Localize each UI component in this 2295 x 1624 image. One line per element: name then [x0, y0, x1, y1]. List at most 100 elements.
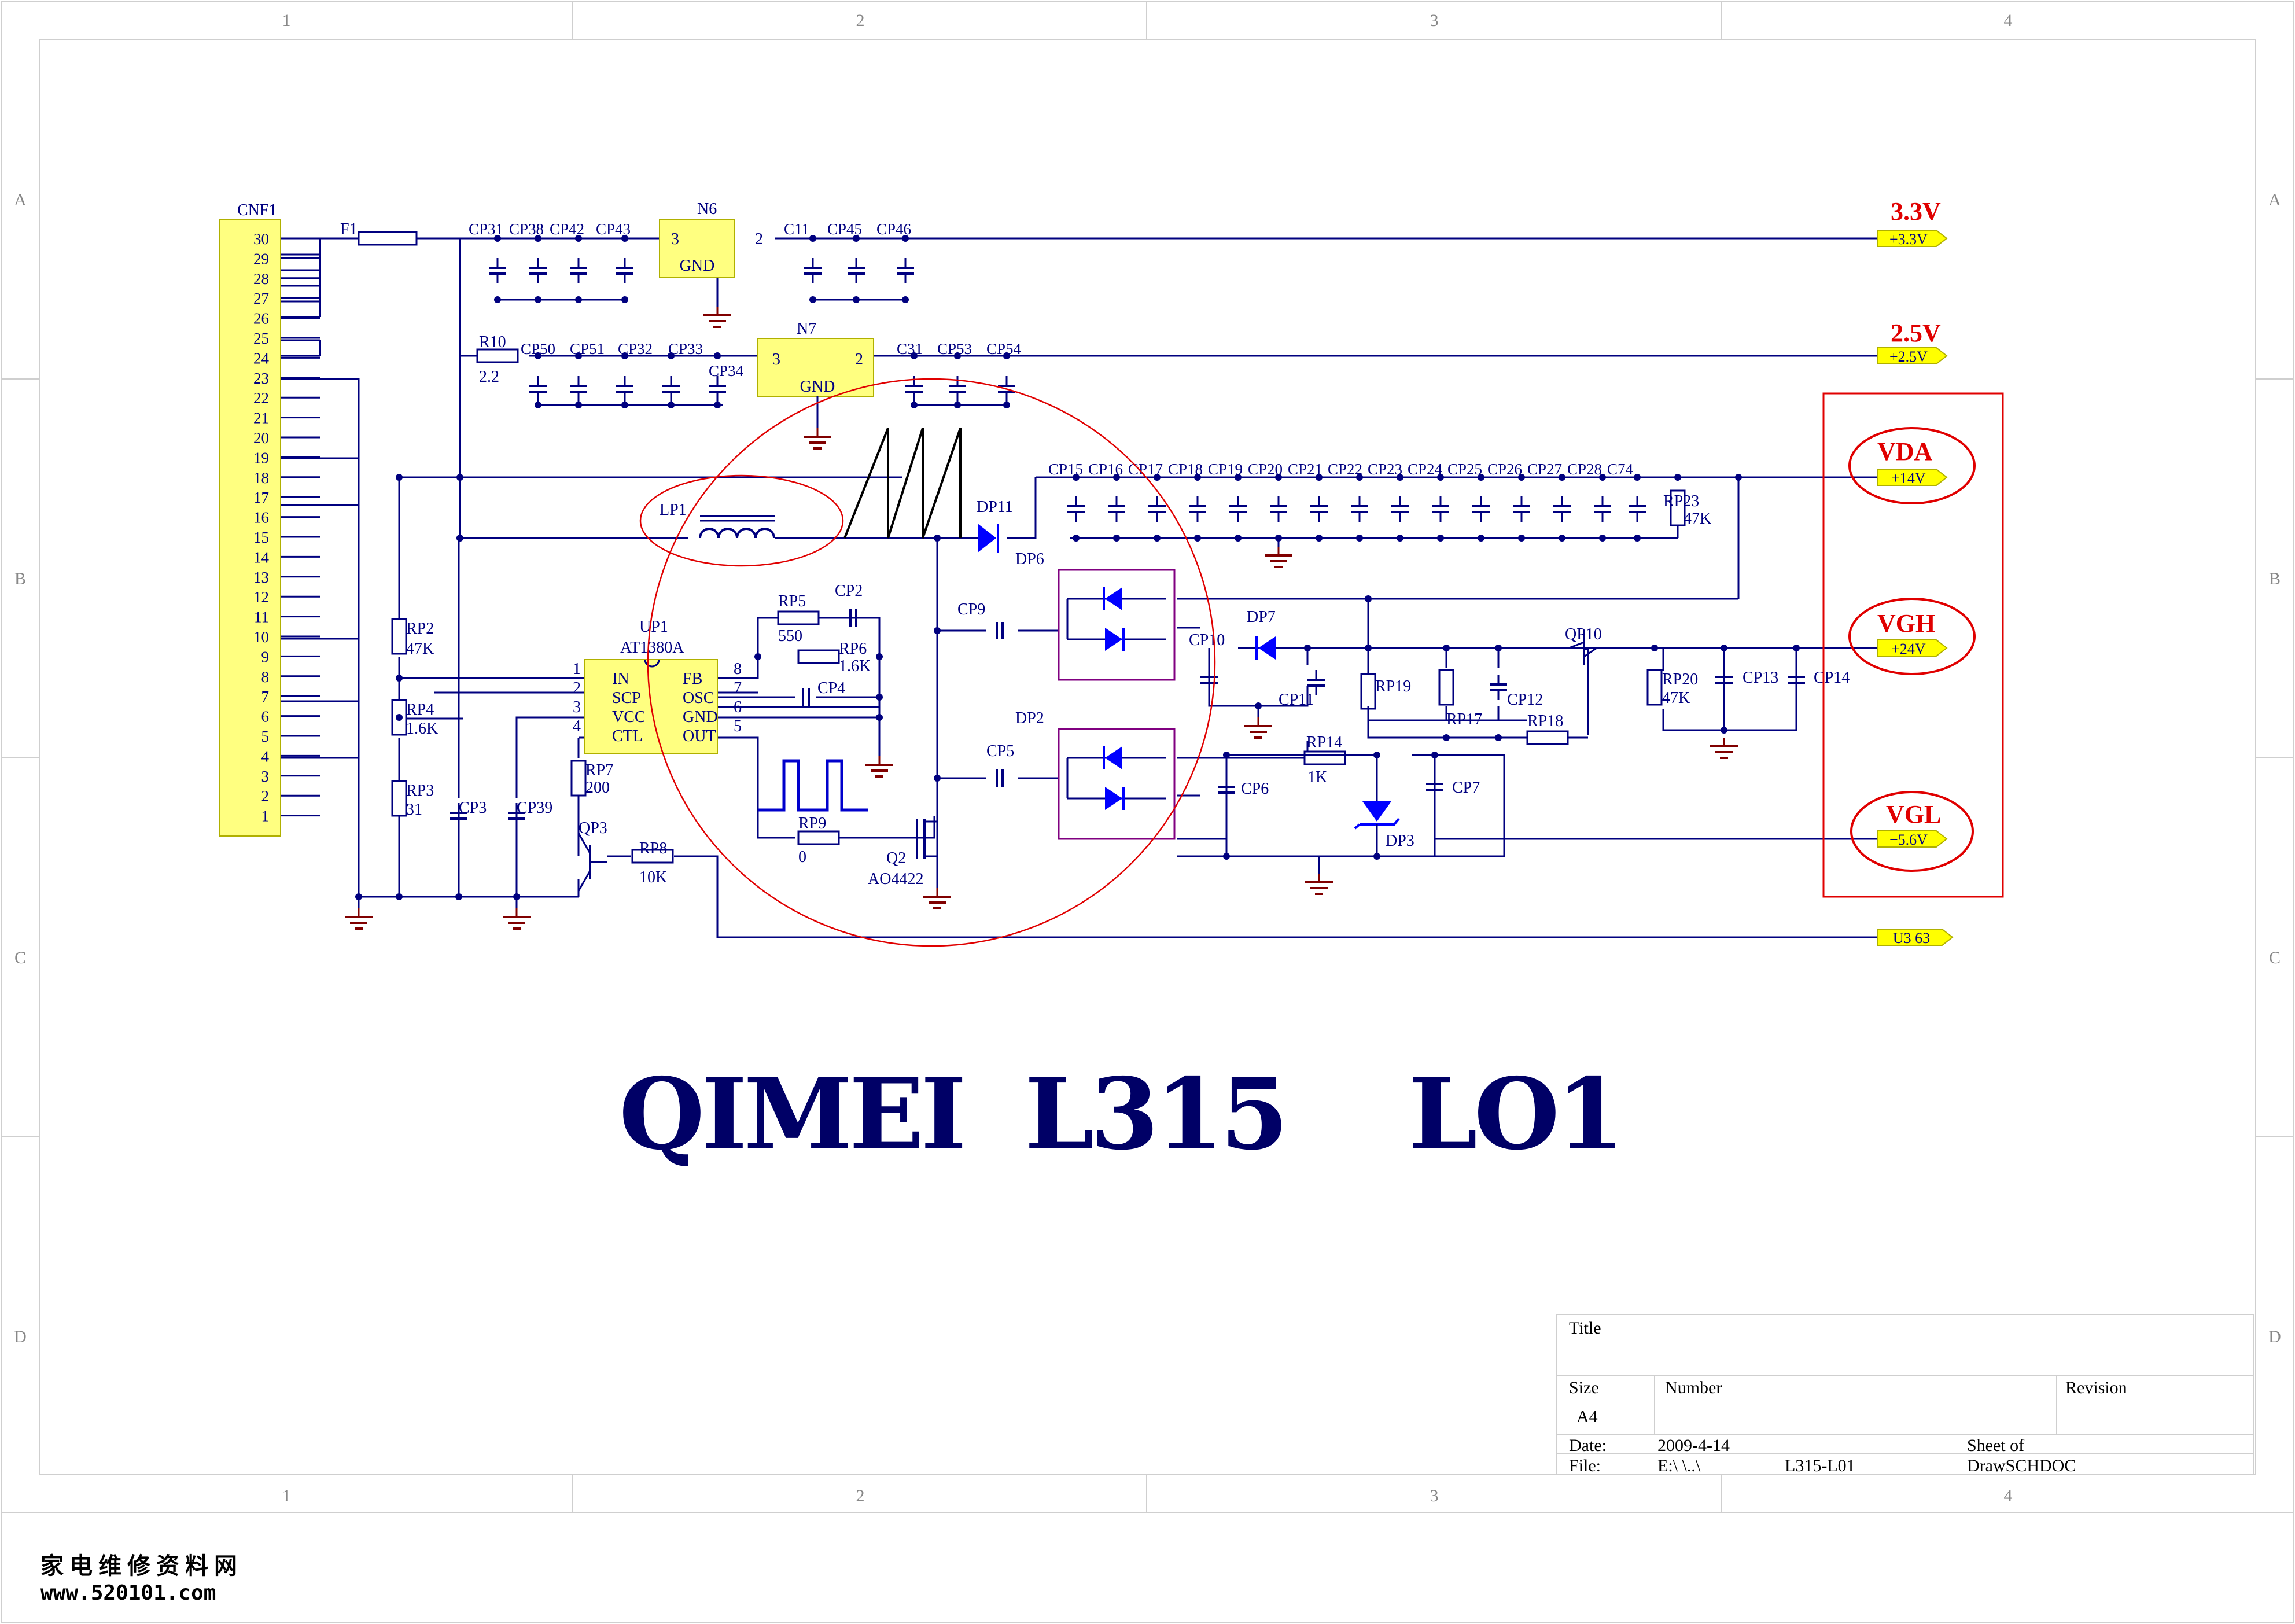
cap-CP32: [616, 376, 633, 402]
vgh-circle: [1848, 598, 1976, 675]
svg-text:U3 63: U3 63: [1893, 930, 1930, 947]
regulator-n7: [757, 338, 874, 397]
regulator-n6: [659, 219, 735, 278]
up1-pin-num: 6: [734, 698, 742, 716]
cap-CP22: [1351, 496, 1368, 522]
port-vda: +14V: [1877, 469, 1948, 487]
junction-dot: [1397, 474, 1403, 481]
cap-CP50: [529, 376, 547, 402]
sawtooth-waveform: [843, 428, 962, 539]
cp6-label: CP6: [1241, 780, 1269, 798]
cap-label: CP27: [1527, 461, 1562, 478]
transistor-qp10: [1568, 634, 1597, 665]
junction-dot: [1735, 474, 1742, 481]
cnf1-pin-number: 26: [253, 310, 269, 327]
zone-right-b: B: [2269, 569, 2281, 588]
cap-CP43: [616, 258, 633, 283]
up1-pin-left: VCC: [612, 708, 646, 726]
resistor-rp6: [797, 649, 840, 664]
junction-dot: [876, 714, 883, 721]
rail-label-vda: VDA: [1877, 437, 1933, 466]
cnf1-pin-number: 30: [253, 230, 269, 248]
watermark-url: www.520101.com: [40, 1581, 216, 1605]
up1-pin-left: CTL: [612, 727, 643, 745]
resistor-rp7: [570, 760, 587, 797]
rp18-label: RP18: [1527, 712, 1563, 730]
zone-top-3: 3: [1430, 11, 1439, 30]
junction-dot: [911, 352, 918, 359]
junction-dot: [575, 402, 582, 408]
junction-dot: [535, 235, 541, 242]
cap-cp7: [1426, 774, 1443, 800]
rp7-label: RP7: [585, 761, 613, 779]
cap-label: CP42: [550, 220, 584, 238]
cap-label: CP51: [570, 340, 605, 358]
cp10-label: CP10: [1189, 631, 1225, 649]
junction-dot: [809, 235, 816, 242]
rp8-label: RP8: [639, 839, 667, 857]
svg-text:+2.5V: +2.5V: [1889, 348, 1928, 365]
up1-pin-right: OSC: [683, 689, 714, 707]
svg-text:−5.6V: −5.6V: [1889, 831, 1928, 848]
cnf1-pin-number: 4: [261, 747, 270, 765]
port-u3: U3 63: [1877, 929, 1954, 947]
junction-dot: [1003, 402, 1010, 408]
junction-dot: [876, 653, 883, 660]
n7-pin2: 2: [855, 351, 863, 369]
junction-dot: [396, 474, 403, 481]
zone-bottom-4: 4: [2004, 1486, 2013, 1505]
cap-cp14: [1788, 667, 1805, 693]
cap-cp12: [1490, 675, 1507, 700]
cap-cp5: [996, 769, 1004, 787]
zone-left-b: B: [14, 569, 26, 588]
rp9-label: RP9: [798, 815, 826, 833]
rp23-value: 47K: [1684, 510, 1711, 528]
junction-dot: [1651, 645, 1658, 651]
cap-label: CP23: [1368, 461, 1402, 478]
cap-cp11: [1307, 670, 1325, 695]
rp7-value: 200: [585, 779, 610, 797]
connector-cnf1: CNF1 30292827262524232221201918171615141…: [219, 201, 320, 837]
cnf1-pin-number: 19: [253, 449, 269, 466]
file-name: L315-L01: [1785, 1456, 1855, 1475]
file-path: E:\ \..\: [1657, 1456, 1701, 1475]
junction-dot: [396, 893, 403, 900]
rp3-value: 31: [406, 801, 422, 819]
junction-dot: [456, 474, 463, 481]
rp20-value: 47K: [1662, 689, 1690, 707]
junction-dot: [1255, 702, 1262, 709]
rp14-label: RP14: [1306, 734, 1342, 752]
cp14-label: CP14: [1814, 669, 1850, 687]
junction-dot: [621, 235, 628, 242]
rp4-label: RP4: [406, 701, 434, 719]
junction-dot: [1634, 474, 1641, 481]
zone-top-4: 4: [2004, 11, 2013, 30]
cnf1-label: CNF1: [237, 201, 277, 219]
ground-symbol: [345, 908, 373, 930]
cnf1-pin-number: 6: [261, 708, 270, 726]
cap-label: CP22: [1328, 461, 1362, 478]
junction-dot: [902, 296, 909, 303]
zener-dp3: [1362, 801, 1391, 822]
junction-dot: [494, 235, 501, 242]
junction-dot: [1356, 474, 1363, 481]
svg-text:+3.3V: +3.3V: [1889, 231, 1928, 248]
fuse-f1: [358, 231, 418, 246]
cnf1-pin-number: 8: [261, 668, 270, 686]
cap-label: CP20: [1248, 461, 1283, 478]
cap-label: CP33: [668, 340, 703, 358]
cnf1-pin-number: 25: [253, 330, 269, 347]
n6-label: N6: [697, 200, 717, 218]
cap-label: CP31: [469, 220, 503, 238]
cap-C74: [1629, 496, 1646, 522]
up1-pin-right: OUT: [683, 727, 716, 745]
junction-dot: [621, 402, 628, 408]
cap-CP21: [1310, 496, 1328, 522]
size-value: A4: [1576, 1407, 1598, 1426]
junction-dot: [934, 535, 941, 542]
cap-label: CP28: [1567, 461, 1602, 478]
cap-label: CP26: [1487, 461, 1522, 478]
cnf1-pin-number: 2: [261, 787, 270, 805]
cap-CP51: [570, 376, 587, 402]
